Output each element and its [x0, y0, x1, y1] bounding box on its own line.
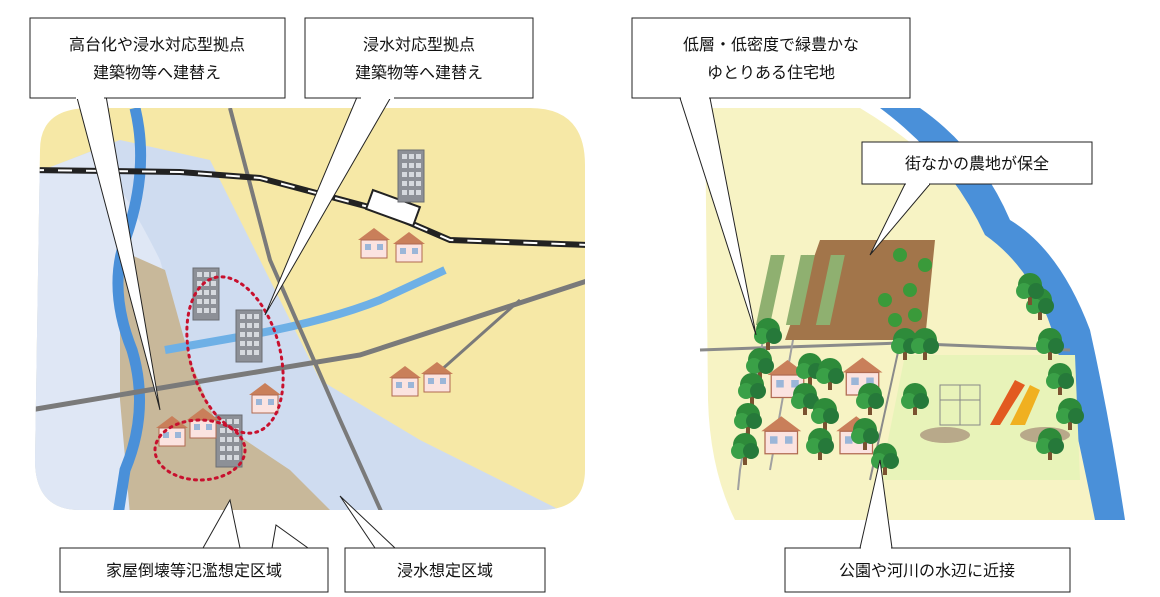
- road: [35, 277, 585, 413]
- callout-text: 家屋倒壊等氾濫想定区域: [106, 561, 282, 580]
- callout-text: 街なかの農地が保全: [905, 154, 1049, 173]
- callout-waterside: 公園や河川の水辺に近接: [784, 459, 1071, 593]
- callout-text: 建築物等へ建替え: [355, 63, 483, 82]
- collapse-zone-area: [120, 250, 330, 510]
- callout-text: ゆとりある住宅地: [707, 63, 835, 82]
- rebuild-zone-outline: [185, 275, 285, 435]
- callout-raise-or-rebuild: 高台化や浸水対応型拠点 建築物等へ建替え: [29, 17, 286, 411]
- callout-text: 浸水想定区域: [397, 561, 493, 580]
- callout-text: 高台化や浸水対応型拠点: [69, 35, 245, 54]
- callout-farmland: 街なかの農地が保全: [861, 141, 1093, 256]
- callout-text: 低層・低密度で緑豊かな: [683, 35, 859, 54]
- callout-collapse-zone: 家屋倒壊等氾濫想定区域: [59, 498, 329, 593]
- callout-low-density: 低層・低密度で緑豊かな ゆとりある住宅地: [631, 17, 911, 336]
- station: [364, 188, 422, 228]
- callout-text: 公園や河川の水辺に近接: [839, 561, 1015, 580]
- callout-rebuild: 浸水対応型拠点 建築物等へ建替え: [264, 17, 534, 316]
- right-residential-scene: [699, 108, 1125, 520]
- callout-text: 建築物等へ建替え: [93, 63, 221, 82]
- callout-text: 浸水対応型拠点: [363, 35, 475, 54]
- callout-flood-zone: 浸水想定区域: [339, 495, 546, 593]
- river: [880, 108, 1125, 520]
